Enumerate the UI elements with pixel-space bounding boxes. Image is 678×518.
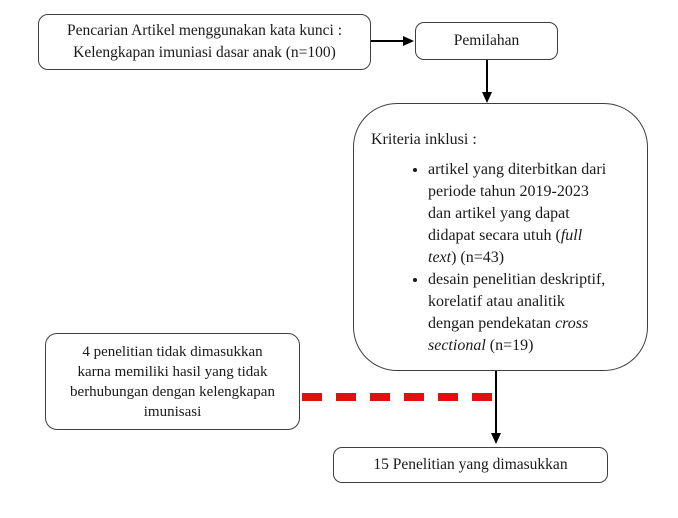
- result-label: 15 Penelitian yang dimasukkan: [373, 456, 568, 473]
- inclusion-criteria-box: Kriteria inklusi : artikel yang diterbit…: [353, 103, 648, 371]
- result-box: 15 Penelitian yang dimasukkan: [333, 447, 608, 483]
- arrow-sorting-to-inclusion: [482, 60, 492, 103]
- inclusion-bullet-item: desain penelitian deskriptif, korelatif …: [428, 269, 647, 357]
- inclusion-bullet-item: artikel yang diterbitkan dari periode ta…: [428, 159, 647, 269]
- inclusion-bullet-list: artikel yang diterbitkan dari periode ta…: [354, 159, 647, 357]
- exclusion-text: 4 penelitian tidak dimasukkan karna memi…: [70, 343, 275, 420]
- arrow-search-to-sorting: [371, 36, 414, 46]
- search-keywords-line1: Pencarian Artikel menggunakan kata kunci…: [66, 22, 343, 39]
- exclusion-note-box: 4 penelitian tidak dimasukkan karna memi…: [45, 333, 300, 430]
- inclusion-heading: Kriteria inklusi :: [371, 131, 477, 148]
- arrow-inclusion-to-result: [491, 371, 501, 444]
- sorting-label: Pemilahan: [453, 32, 520, 49]
- sorting-box: Pemilahan: [415, 22, 558, 60]
- search-keywords-line2: Kelengkapan imuniasi dasar anak (n=100): [73, 44, 336, 61]
- search-keywords-box: Pencarian Artikel menggunakan kata kunci…: [38, 14, 371, 70]
